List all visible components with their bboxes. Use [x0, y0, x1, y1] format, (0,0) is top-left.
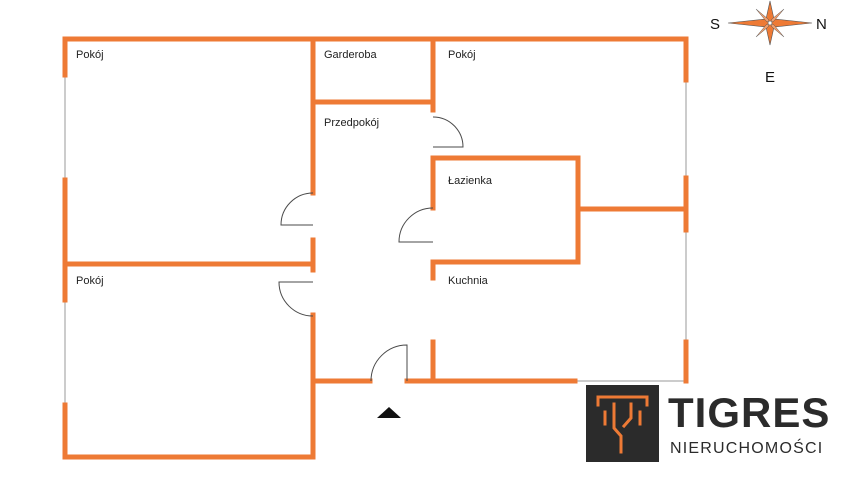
entrance-arrow-icon	[377, 407, 401, 418]
walls	[62, 36, 689, 460]
door-lazienka	[398, 207, 434, 243]
compass-rose: S N E	[710, 0, 827, 86]
room-label-pokoj-top-left: Pokój	[76, 49, 104, 61]
brand-name: TIGRES	[668, 389, 830, 436]
room-label-pokoj-top-right: Pokój	[448, 49, 476, 61]
compass-star-icon	[727, 0, 813, 46]
room-label-garderoba: Garderoba	[324, 49, 377, 61]
door-pokoj-bottom-left	[278, 281, 314, 317]
compass-label-south: S	[710, 16, 720, 33]
door-entrance	[370, 344, 408, 382]
compass-label-east: E	[765, 69, 775, 86]
tiger-logo-icon	[596, 395, 649, 454]
brand-subtitle: NIERUCHOMOŚCI	[670, 438, 823, 457]
room-label-przedpokoj: Przedpokój	[324, 117, 379, 129]
doors	[278, 116, 464, 382]
compass-label-north: N	[816, 16, 827, 33]
room-label-lazienka: Łazienka	[448, 175, 493, 187]
door-pokoj-top-left	[280, 192, 314, 226]
room-label-kuchnia: Kuchnia	[448, 275, 489, 287]
room-label-pokoj-bottom-left: Pokój	[76, 275, 104, 287]
brand-logo: TIGRES NIERUCHOMOŚCI	[586, 385, 830, 462]
window-lines	[64, 75, 687, 405]
door-przedpokoj	[432, 116, 464, 148]
